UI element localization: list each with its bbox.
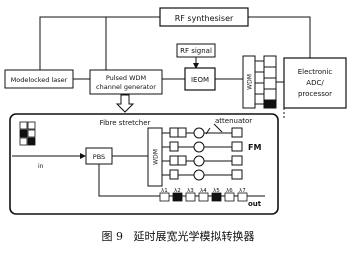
wdm-top-block: WDM bbox=[242, 55, 256, 109]
faraday-mirrors bbox=[204, 127, 243, 180]
lambda-label-3: λ3 bbox=[187, 188, 194, 194]
modelocked-laser-block: Modelocked laser bbox=[4, 69, 74, 89]
fm-label: FM bbox=[248, 143, 261, 152]
lambda-label-5: λ5 bbox=[213, 188, 220, 194]
pulsed-wdm-generator-block: Pulsed WDM channel generator bbox=[89, 69, 163, 95]
lambda-label-1: λ1 bbox=[161, 188, 168, 194]
output-pulse-row bbox=[159, 192, 248, 202]
rf-synthesiser-label: RF synthesiser bbox=[175, 14, 234, 23]
electronic-label-1: Electronic bbox=[298, 68, 333, 76]
out-label: out bbox=[248, 200, 262, 208]
pbs-block: PBS bbox=[85, 147, 113, 165]
rf-signal-label: RF signal bbox=[180, 47, 212, 55]
ieom-label: IEOM bbox=[191, 76, 209, 84]
fibre-stretcher-label: Fibre stretcher bbox=[100, 119, 151, 127]
figure-caption-text: 延时展宽光学模拟转换器 bbox=[133, 230, 255, 243]
input-pulse-train bbox=[19, 121, 36, 146]
lambda-label-6: λ6 bbox=[226, 188, 233, 194]
pulsed-wdm-label-2: channel generator bbox=[96, 83, 156, 91]
electronic-label-2: ADC/ bbox=[306, 79, 324, 87]
electronic-adc-block: Electronic ADC/ processor bbox=[283, 57, 347, 109]
lambda-label-7: λ7 bbox=[239, 188, 246, 194]
pbs-label: PBS bbox=[93, 153, 105, 161]
in-label: in bbox=[38, 163, 44, 170]
figure-number: 图 9 bbox=[101, 230, 124, 243]
pulsed-wdm-label-1: Pulsed WDM bbox=[106, 74, 146, 82]
down-arrow bbox=[115, 94, 135, 113]
fibre-stretcher-box bbox=[9, 113, 279, 215]
lambda-label-2: λ2 bbox=[174, 188, 181, 194]
wavelength-labels: λ1 λ2 λ3 λ4 λ5 λ6 λ7 bbox=[161, 188, 246, 194]
rf-synthesiser-block: RF synthesiser bbox=[159, 7, 249, 27]
rf-signal-block: RF signal bbox=[176, 43, 216, 69]
wdm-inner-label: WDM bbox=[153, 149, 160, 165]
figure-caption: 图 9 延时展宽光学模拟转换器 bbox=[0, 228, 356, 244]
attenuator-label: attenuator bbox=[215, 117, 252, 125]
wdm-inner-block: WDM bbox=[147, 127, 163, 187]
electronic-label-3: processor bbox=[298, 90, 332, 98]
top-connections bbox=[39, 16, 311, 70]
lambda-label-4: λ4 bbox=[200, 188, 207, 194]
wdm-top-label: WDM bbox=[247, 74, 254, 90]
photodiode-stack bbox=[255, 55, 277, 109]
ieom-block: IEOM bbox=[184, 67, 216, 91]
attenuator: attenuator bbox=[205, 117, 252, 135]
delay-channels bbox=[162, 127, 205, 181]
modelocked-laser-label: Modelocked laser bbox=[11, 76, 68, 84]
